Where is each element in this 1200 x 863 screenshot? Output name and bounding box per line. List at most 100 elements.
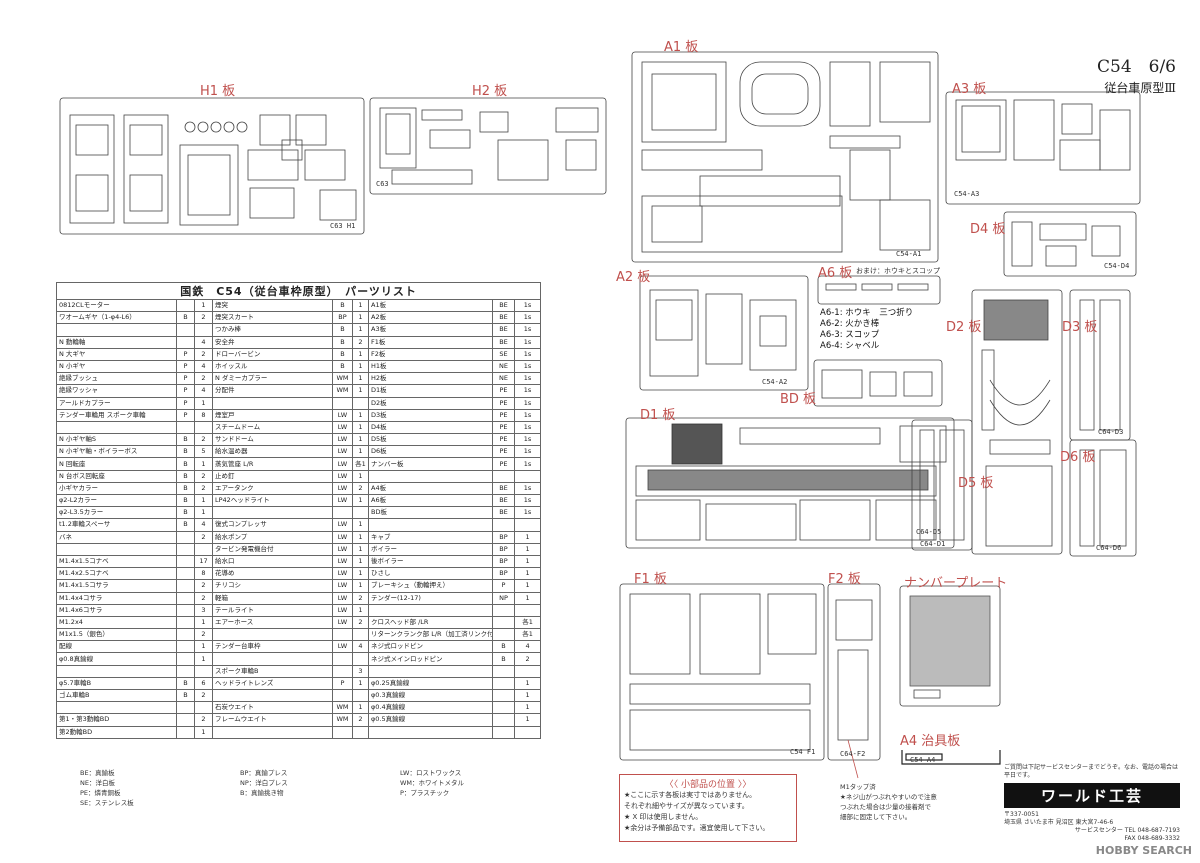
parts-cell: 2 — [513, 652, 542, 666]
parts-cell: フレームウエイト — [212, 713, 333, 727]
parts-cell: M1.4x1.5コサラ — [56, 579, 177, 593]
parts-cell: 2 — [194, 481, 213, 496]
parts-cell — [492, 664, 515, 678]
parts-cell: LW — [332, 518, 353, 532]
sheet-h1-drawing — [59, 97, 365, 235]
parts-cell: H2板 — [368, 372, 493, 386]
label-f2: F2 板 — [828, 572, 861, 587]
parts-cell: 1 — [352, 542, 369, 556]
parts-cell — [56, 701, 177, 715]
parts-cell: アールドカプラー — [56, 396, 177, 410]
parts-cell: LW — [332, 457, 353, 471]
code-d3: C64-D3 — [1098, 428, 1124, 436]
parts-cell — [352, 628, 369, 642]
legend-item: P：プラスチック — [400, 789, 450, 797]
parts-cell: 蒸気管座 L/R — [212, 457, 333, 471]
parts-cell: 1 — [194, 640, 213, 654]
parts-cell: t1.2車輪スペーサ — [56, 518, 177, 532]
parts-cell: ネジ式メインロッドピン — [368, 652, 493, 666]
legend-item: NP：洋白プレス — [240, 779, 288, 787]
sheet-a1-drawing — [631, 51, 939, 263]
label-d2: D2 板 — [946, 320, 982, 335]
parts-cell: 1s — [513, 481, 542, 496]
parts-cell — [176, 664, 195, 678]
code-a1: C54-A1 — [896, 250, 922, 258]
page-subtitle: 従台車原型Ⅲ — [1104, 81, 1176, 95]
parts-cell: 2 — [194, 530, 213, 544]
parts-cell: B — [176, 493, 195, 508]
parts-cell: N 台ボス回転座 — [56, 469, 177, 483]
parts-cell: B — [176, 481, 195, 496]
parts-cell: 止め釘 — [212, 469, 333, 483]
parts-cell: 1 — [352, 493, 369, 508]
watermark: HOBBY SEARCH — [1095, 844, 1192, 857]
parts-cell: 0812CLモーター — [56, 298, 177, 313]
parts-cell: ワオームギヤ（1-φ4-L6） — [56, 311, 177, 325]
parts-cell: 1s — [513, 384, 542, 398]
parts-cell — [492, 615, 515, 630]
parts-cell: B — [492, 652, 515, 666]
parts-cell: 1 — [194, 457, 213, 471]
parts-cell: 2 — [194, 469, 213, 483]
parts-cell — [368, 664, 493, 678]
parts-cell: 1 — [352, 676, 369, 691]
parts-cell: NE — [492, 372, 515, 386]
sheet-bd-drawing — [813, 359, 943, 407]
parts-cell: LW — [332, 579, 353, 593]
parts-cell: 1 — [513, 713, 542, 727]
parts-cell: 1 — [352, 359, 369, 374]
parts-cell: 煙室戸 — [212, 408, 333, 422]
parts-cell — [513, 603, 542, 617]
parts-cell: BP — [492, 542, 515, 556]
parts-cell: M1.4x6コサラ — [56, 603, 177, 617]
sheet-numberplate-drawing — [899, 585, 1001, 707]
parts-cell: 給水温め器 — [212, 445, 333, 459]
label-a2: A2 板 — [616, 270, 651, 285]
a6-item: A6-4: シャベル — [820, 341, 880, 351]
parts-cell: 1 — [513, 542, 542, 556]
parts-cell: キャブ — [368, 530, 493, 544]
parts-cell: 1 — [352, 420, 369, 435]
parts-cell: 安全弁 — [212, 335, 333, 349]
parts-cell: 1 — [513, 676, 542, 691]
parts-cell: φ0.3真鍮線 — [368, 688, 493, 703]
parts-cell: 後ボイラー — [368, 554, 493, 569]
a6-item: A6-1: ホウキ 三つ折り — [820, 308, 914, 318]
parts-cell: B — [332, 298, 353, 313]
parts-cell: 1 — [352, 567, 369, 581]
parts-cell: B — [492, 640, 515, 654]
sheet-d6-drawing — [1069, 439, 1137, 557]
company-logo: ワールド工芸 — [1004, 783, 1180, 808]
parts-cell: テールライト — [212, 603, 333, 617]
parts-cell — [176, 335, 195, 349]
parts-cell: φ0.25真鍮線 — [368, 676, 493, 691]
parts-cell: 1 — [352, 579, 369, 593]
parts-cell: SE — [492, 347, 515, 361]
parts-cell: 2 — [352, 481, 369, 496]
parts-cell: D1板 — [368, 384, 493, 398]
parts-cell: ホイッスル — [212, 359, 333, 374]
parts-cell: M1.4x2.5コナベ — [56, 567, 177, 581]
parts-cell: 1 — [513, 567, 542, 581]
page-header: C54 6/6 従台車原型Ⅲ — [1097, 52, 1176, 96]
parts-cell: LW — [332, 591, 353, 605]
a6-item: A6-2: 火かき棒 — [820, 319, 880, 329]
parts-cell: タービン発電機台付 — [212, 542, 333, 556]
parts-cell: LW — [332, 481, 353, 496]
parts-cell — [513, 664, 542, 678]
label-numberplate: ナンバープレート — [904, 576, 1008, 591]
parts-cell: BP — [492, 567, 515, 581]
parts-cell: LW — [332, 445, 353, 459]
parts-cell — [368, 518, 493, 532]
parts-cell: バネ — [56, 530, 177, 544]
parts-cell: 1 — [352, 530, 369, 544]
parts-cell: ドローバービン — [212, 347, 333, 361]
legend-col2: BP：真鍮プレス NP：洋白プレス B：真鍮挑き物 — [240, 768, 288, 798]
parts-cell: D6板 — [368, 445, 493, 459]
